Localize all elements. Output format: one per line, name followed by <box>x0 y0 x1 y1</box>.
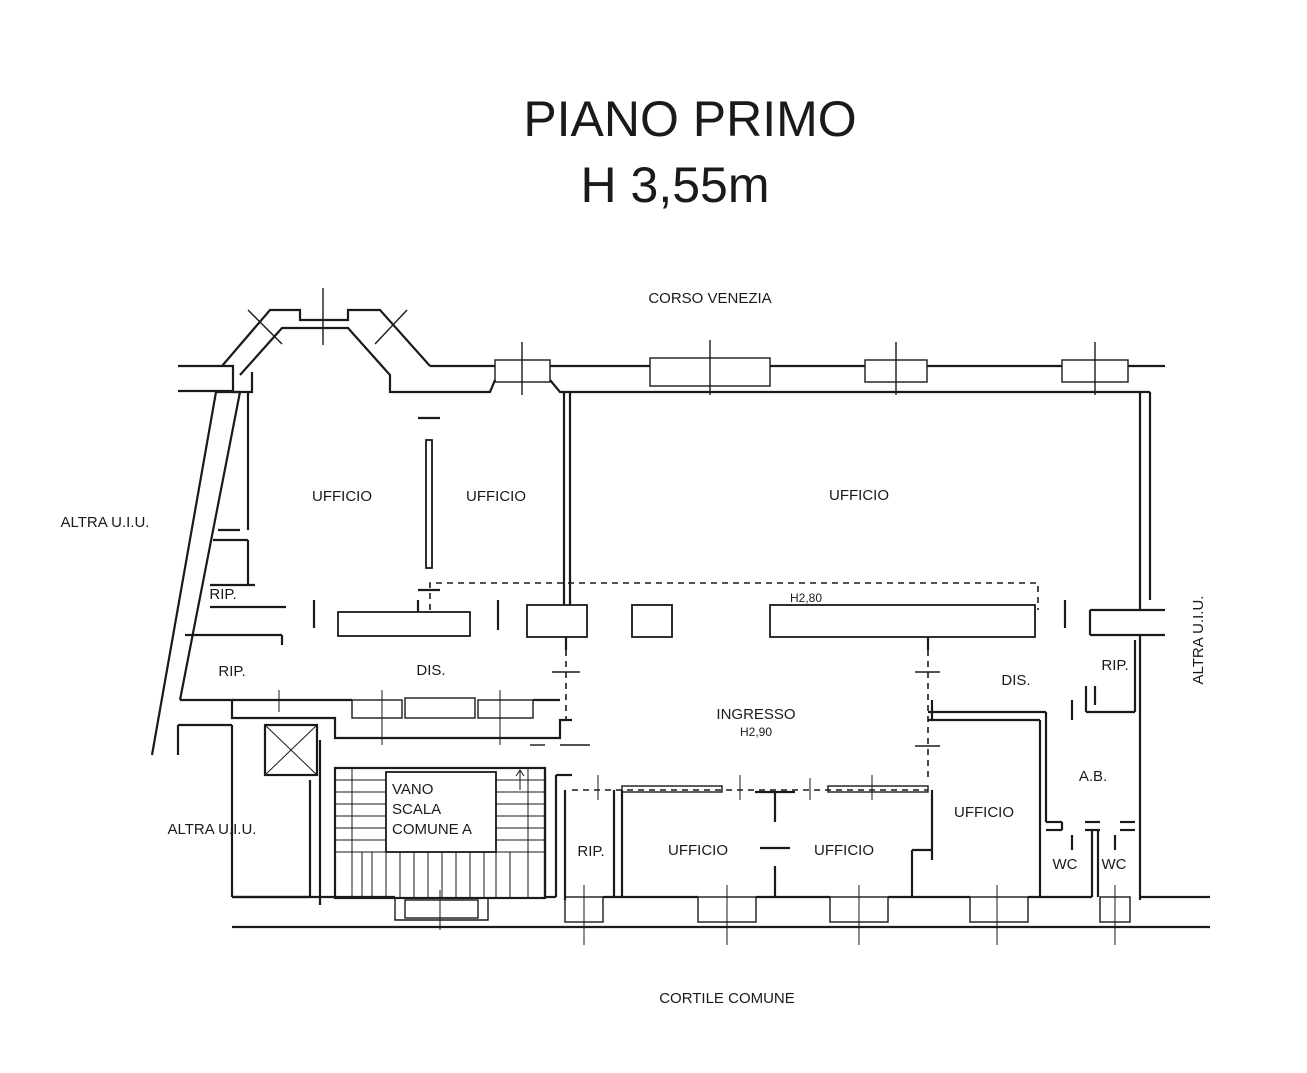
inner-walls-upper <box>185 392 1140 650</box>
room-label-rip-3: RIP. <box>1101 657 1128 674</box>
room-label-ufficio-2: UFFICIO <box>466 488 526 505</box>
outer-walls <box>150 288 1210 929</box>
room-label-ufficio-4: UFFICIO <box>954 804 1014 821</box>
street-bottom-label: CORTILE COMUNE <box>659 990 795 1007</box>
room-label-ab: A.B. <box>1079 768 1107 785</box>
room-label-ufficio-6: UFFICIO <box>814 842 874 859</box>
neighbor-left-lower-label: ALTRA U.I.U. <box>168 821 257 838</box>
stair-label-line2: SCALA <box>392 801 441 818</box>
false-ceiling-height-label: H2,80 <box>790 591 822 605</box>
stair-label-line1: VANO <box>392 781 433 798</box>
neighbor-left-upper-label: ALTRA U.I.U. <box>61 514 150 531</box>
neighbor-right-label: ALTRA U.I.U. <box>1190 596 1207 685</box>
room-label-ingresso-height: H2,90 <box>740 725 772 739</box>
plan-title: PIANO PRIMO <box>523 91 856 147</box>
stair-label-line3: COMUNE A <box>392 821 472 838</box>
inner-walls-right <box>910 686 1135 945</box>
room-label-ingresso: INGRESSO <box>716 706 795 723</box>
room-label-rip-1: RIP. <box>209 586 236 603</box>
room-label-dis-2: DIS. <box>1001 672 1030 689</box>
room-label-ufficio-5: UFFICIO <box>668 842 728 859</box>
room-label-ufficio-3: UFFICIO <box>829 487 889 504</box>
inner-walls-lower <box>554 773 1046 945</box>
room-label-wc-2: WC <box>1102 856 1127 873</box>
room-label-rip-2: RIP. <box>218 663 245 680</box>
inner-walls-middle <box>180 650 940 791</box>
room-label-ufficio-1: UFFICIO <box>312 488 372 505</box>
room-label-wc-1: WC <box>1053 856 1078 873</box>
stairwell <box>333 766 556 930</box>
room-label-dis-1: DIS. <box>416 662 445 679</box>
room-label-rip-4: RIP. <box>577 843 604 860</box>
street-top-label: CORSO VENEZIA <box>648 290 771 307</box>
plan-height: H 3,55m <box>581 157 770 213</box>
room-labels: UFFICIO UFFICIO UFFICIO RIP. RIP. DIS. I… <box>209 487 1128 873</box>
